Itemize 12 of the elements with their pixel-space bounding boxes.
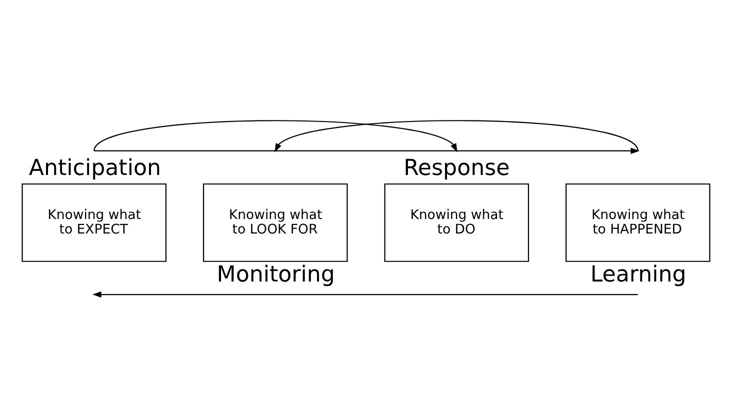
node-label: Response <box>403 154 510 181</box>
arrow <box>94 147 640 154</box>
arrow <box>92 290 638 298</box>
arrow <box>274 120 638 152</box>
node-label: Anticipation <box>28 154 160 181</box>
arrow <box>93 120 457 152</box>
node-label: Learning <box>590 260 686 287</box>
node-box: Knowing what to HAPPENED <box>565 182 710 262</box>
node-box: Knowing what to EXPECT <box>21 182 166 262</box>
node-label: Monitoring <box>216 260 334 287</box>
node-box: Knowing what to DO <box>384 182 529 262</box>
node-box: Knowing what to LOOK FOR <box>202 182 348 262</box>
